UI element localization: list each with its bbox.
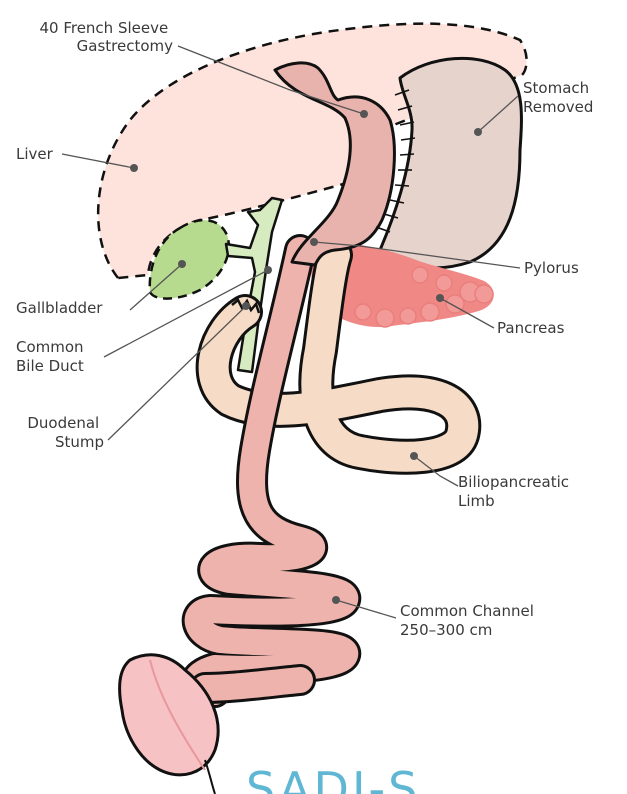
label-common-channel: Common Channel 250–300 cm [400,602,539,639]
label-pylorus: Pylorus [524,259,579,277]
label-gastrectomy: 40 French Sleeve Gastrectomy [39,19,173,55]
label-biliopancreatic-limb: Biliopancreatic Limb [458,473,574,510]
label-liver: Liver [16,145,54,163]
diagram-title: SADI-S [246,762,420,794]
stomach-removed-shape [380,58,521,268]
label-stomach-removed: Stomach Removed [523,79,594,116]
label-common-bile-duct: Common Bile Duct [16,338,88,375]
label-gallbladder: Gallbladder [16,299,103,317]
label-duodenal-stump: Duodenal Stump [27,414,104,451]
label-pancreas: Pancreas [497,319,565,337]
